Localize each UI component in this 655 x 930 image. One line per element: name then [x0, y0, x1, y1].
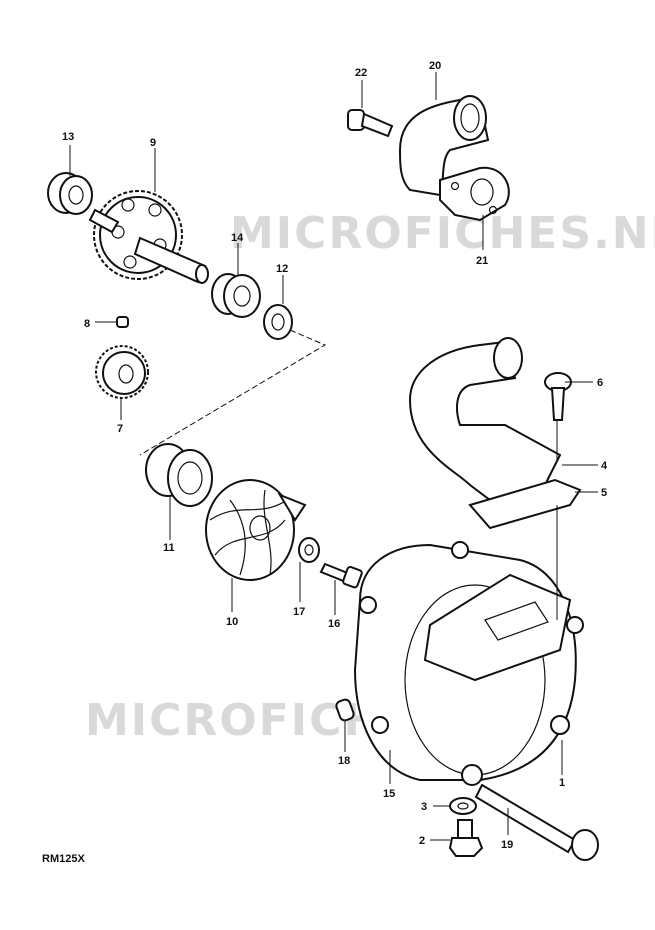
- callout-15: 15: [383, 788, 395, 800]
- callout-9: 9: [150, 137, 156, 149]
- part-9-gear-shaft: [88, 190, 209, 284]
- part-6-screw: [544, 372, 572, 421]
- callout-1: 1: [559, 777, 565, 789]
- part-18-dowel: [335, 698, 355, 722]
- part-13-bearing: [47, 172, 93, 215]
- callout-17: 17: [293, 606, 305, 618]
- callout-5: 5: [601, 487, 607, 499]
- part-3-washer: [449, 797, 477, 815]
- callout-18: 18: [338, 755, 350, 767]
- callout-21: 21: [476, 255, 488, 267]
- part-8-pin: [116, 316, 129, 328]
- callout-8: 8: [84, 318, 90, 330]
- callout-3: 3: [421, 801, 427, 813]
- callout-13: 13: [62, 131, 74, 143]
- part-2-bolt: [448, 819, 484, 857]
- callout-16: 16: [328, 618, 340, 630]
- model-code: RM125X: [42, 853, 85, 865]
- part-21-gasket: [439, 166, 510, 222]
- part-19-long-bolt: [474, 783, 599, 861]
- part-7-gear: [95, 345, 149, 399]
- assembly-line: [139, 329, 327, 456]
- part-5-gasket: [468, 478, 582, 530]
- callout-2: 2: [419, 835, 425, 847]
- callout-11: 11: [163, 542, 175, 554]
- part-17-washer: [298, 537, 320, 563]
- part-22-bolt: [347, 109, 394, 138]
- callout-4: 4: [601, 460, 608, 472]
- part-16-bolt: [319, 562, 363, 589]
- part-4-outlet-pipe: [408, 337, 562, 502]
- callout-14: 14: [231, 232, 244, 244]
- callout-12: 12: [276, 263, 288, 275]
- part-10-impeller: [205, 479, 307, 581]
- part-12-washer: [263, 304, 293, 340]
- part-14-bearing: [211, 273, 261, 318]
- callout-20: 20: [429, 60, 441, 72]
- part-11-seal: [145, 443, 213, 507]
- callout-22: 22: [355, 67, 367, 79]
- callout-10: 10: [226, 616, 238, 628]
- callout-7: 7: [117, 423, 123, 435]
- part-20-elbow: [398, 95, 490, 197]
- callout-19: 19: [501, 839, 513, 851]
- part-15-pump-housing: [353, 541, 584, 786]
- watermark-top: MICROFICHES.NET: [230, 208, 655, 259]
- leader-lines: [69, 72, 598, 841]
- callout-6: 6: [597, 377, 603, 389]
